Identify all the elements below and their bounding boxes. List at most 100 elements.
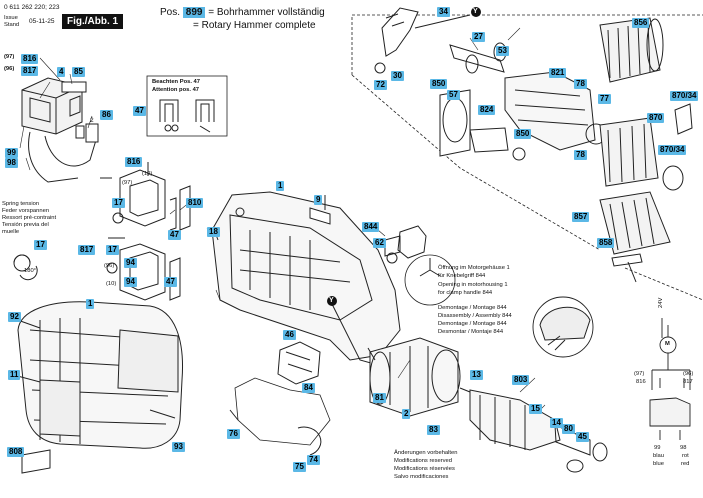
part-label: 27 <box>472 32 485 42</box>
pos-prefix: Pos. <box>160 7 181 18</box>
switch-assembly-drawing <box>21 77 99 183</box>
opening-note-3: Opening in motorhousing 1 <box>438 282 508 288</box>
spring-note-1: Spring tension <box>2 201 40 207</box>
part-label: 18 <box>207 227 220 237</box>
wiring-left-code-1: (97) <box>634 371 645 377</box>
part-label: 4 <box>57 67 66 77</box>
part-label: 1 <box>86 299 95 309</box>
part-label: 870/34 <box>670 91 699 101</box>
wiring-red-num: 98 <box>680 445 687 451</box>
part-label: 84 <box>302 383 315 393</box>
part-label: 2 <box>90 117 94 124</box>
part-label: 9 <box>314 195 323 205</box>
opening-note-1: Öffnung im Motorgehäuse 1 <box>438 265 510 271</box>
part-label: 62 <box>373 238 386 248</box>
part-label: 11 <box>8 370 21 380</box>
spring-note-3: Ressort pré-contraint <box>2 215 57 221</box>
montage-note-2: Disassembly / Assembly 844 <box>438 313 512 319</box>
part-label: 870/34 <box>658 145 687 155</box>
part-label: 53 <box>496 46 509 56</box>
part-label: 85 <box>72 67 85 77</box>
part-label: 870 <box>647 113 665 123</box>
opening-note-4: for clamp handle 844 <box>438 290 493 296</box>
wiring-blue-num: 99 <box>654 445 661 451</box>
complete-en: = Rotary Hammer complete <box>193 20 316 31</box>
marker-y-top: Y <box>473 8 478 15</box>
montage-note-1: Demontage / Montage 844 <box>438 305 507 311</box>
wiring-blue-de: blau <box>653 453 664 459</box>
wiring-right-code-1: (96) <box>683 371 694 377</box>
part-label: 15 <box>529 404 542 414</box>
part-label: 77 <box>598 94 611 104</box>
part-label: 824 <box>478 105 496 115</box>
figure-title: Fig./Abb. 1 <box>62 14 124 29</box>
part-label: 803 <box>512 375 530 385</box>
part-label: 98 <box>5 158 18 168</box>
montage-note-3: Demontage / Montage 844 <box>438 321 507 327</box>
part-label: 81 <box>373 393 386 403</box>
part-label: 94 <box>124 258 137 268</box>
part-label: 47 <box>164 277 177 287</box>
part-label: 30 <box>391 71 404 81</box>
part-label: 78 <box>574 79 587 89</box>
part-label: 74 <box>307 455 320 465</box>
part-label: 47 <box>133 106 146 116</box>
gearbox-drawing <box>374 7 607 161</box>
part-label: 13 <box>470 370 483 380</box>
part-label: 17 <box>34 240 47 250</box>
pos-number: 899 <box>182 7 206 18</box>
part-label: 1 <box>276 181 285 191</box>
part-label: (97) <box>122 180 133 186</box>
issue-date: 05-11-25 <box>29 18 55 25</box>
clamp-handle-drawing <box>384 225 456 306</box>
pos-line: Pos. 899 = Bohrhammer vollständig <box>160 7 325 18</box>
part-label: 810 <box>186 198 204 208</box>
detail-circle <box>532 296 594 358</box>
stator-drawing <box>367 337 461 417</box>
wiring-schematic <box>649 318 691 440</box>
attention-box-frame <box>146 75 228 137</box>
part-label: 816 <box>125 157 143 167</box>
attention-de: Beachten Pos. 47 <box>152 79 201 85</box>
chuck-857-drawing <box>599 191 671 283</box>
part-number: 0 611 262 220; 223 <box>4 4 60 11</box>
wiring-blue-en: blue <box>653 461 664 467</box>
part-label: 808 <box>7 447 25 457</box>
part-label: 14 <box>550 418 563 428</box>
cover-drawing <box>277 341 321 385</box>
spring-note-4: Tensión previa del <box>2 222 49 228</box>
part-label: 86 <box>100 110 113 120</box>
wiring-motor: M <box>665 341 670 347</box>
part-label: 78 <box>574 150 587 160</box>
part-label: 2 <box>402 409 411 419</box>
part-label: 76 <box>227 429 240 439</box>
attention-en: Attention pos. 47 <box>152 87 200 93</box>
part-label: 34 <box>437 7 450 17</box>
opening-note-2: für Knebelgriff 844 <box>438 273 486 279</box>
changes-note-3: Modifications réservées <box>394 466 455 472</box>
motor-housing-center-drawing <box>211 191 401 366</box>
angle-note: 180° <box>24 268 36 274</box>
part-label: 80 <box>562 424 575 434</box>
part-label: 844 <box>362 222 380 232</box>
clip-drawings <box>159 99 215 133</box>
marker-y-center: Y <box>329 297 334 304</box>
part-label: 850 <box>430 79 448 89</box>
motor-housing-left-drawing <box>9 301 184 474</box>
wiring-red-de: rot <box>682 453 689 459</box>
part-label: 17 <box>106 245 119 255</box>
part-label: (96) <box>4 66 15 72</box>
part-label: 94 <box>124 277 137 287</box>
part-label: (97) <box>4 54 15 60</box>
part-label: 75 <box>293 462 306 472</box>
part-label: 817 <box>78 245 96 255</box>
spring-note-5: muelle <box>2 229 20 235</box>
part-label: 856 <box>632 18 650 28</box>
part-label: 57 <box>447 90 460 100</box>
stand-label: Stand <box>4 22 20 28</box>
wiring-left-code-2: 816 <box>636 379 646 385</box>
part-label: (10) <box>142 171 153 177</box>
part-label: 858 <box>597 238 615 248</box>
part-label: 99 <box>5 148 18 158</box>
